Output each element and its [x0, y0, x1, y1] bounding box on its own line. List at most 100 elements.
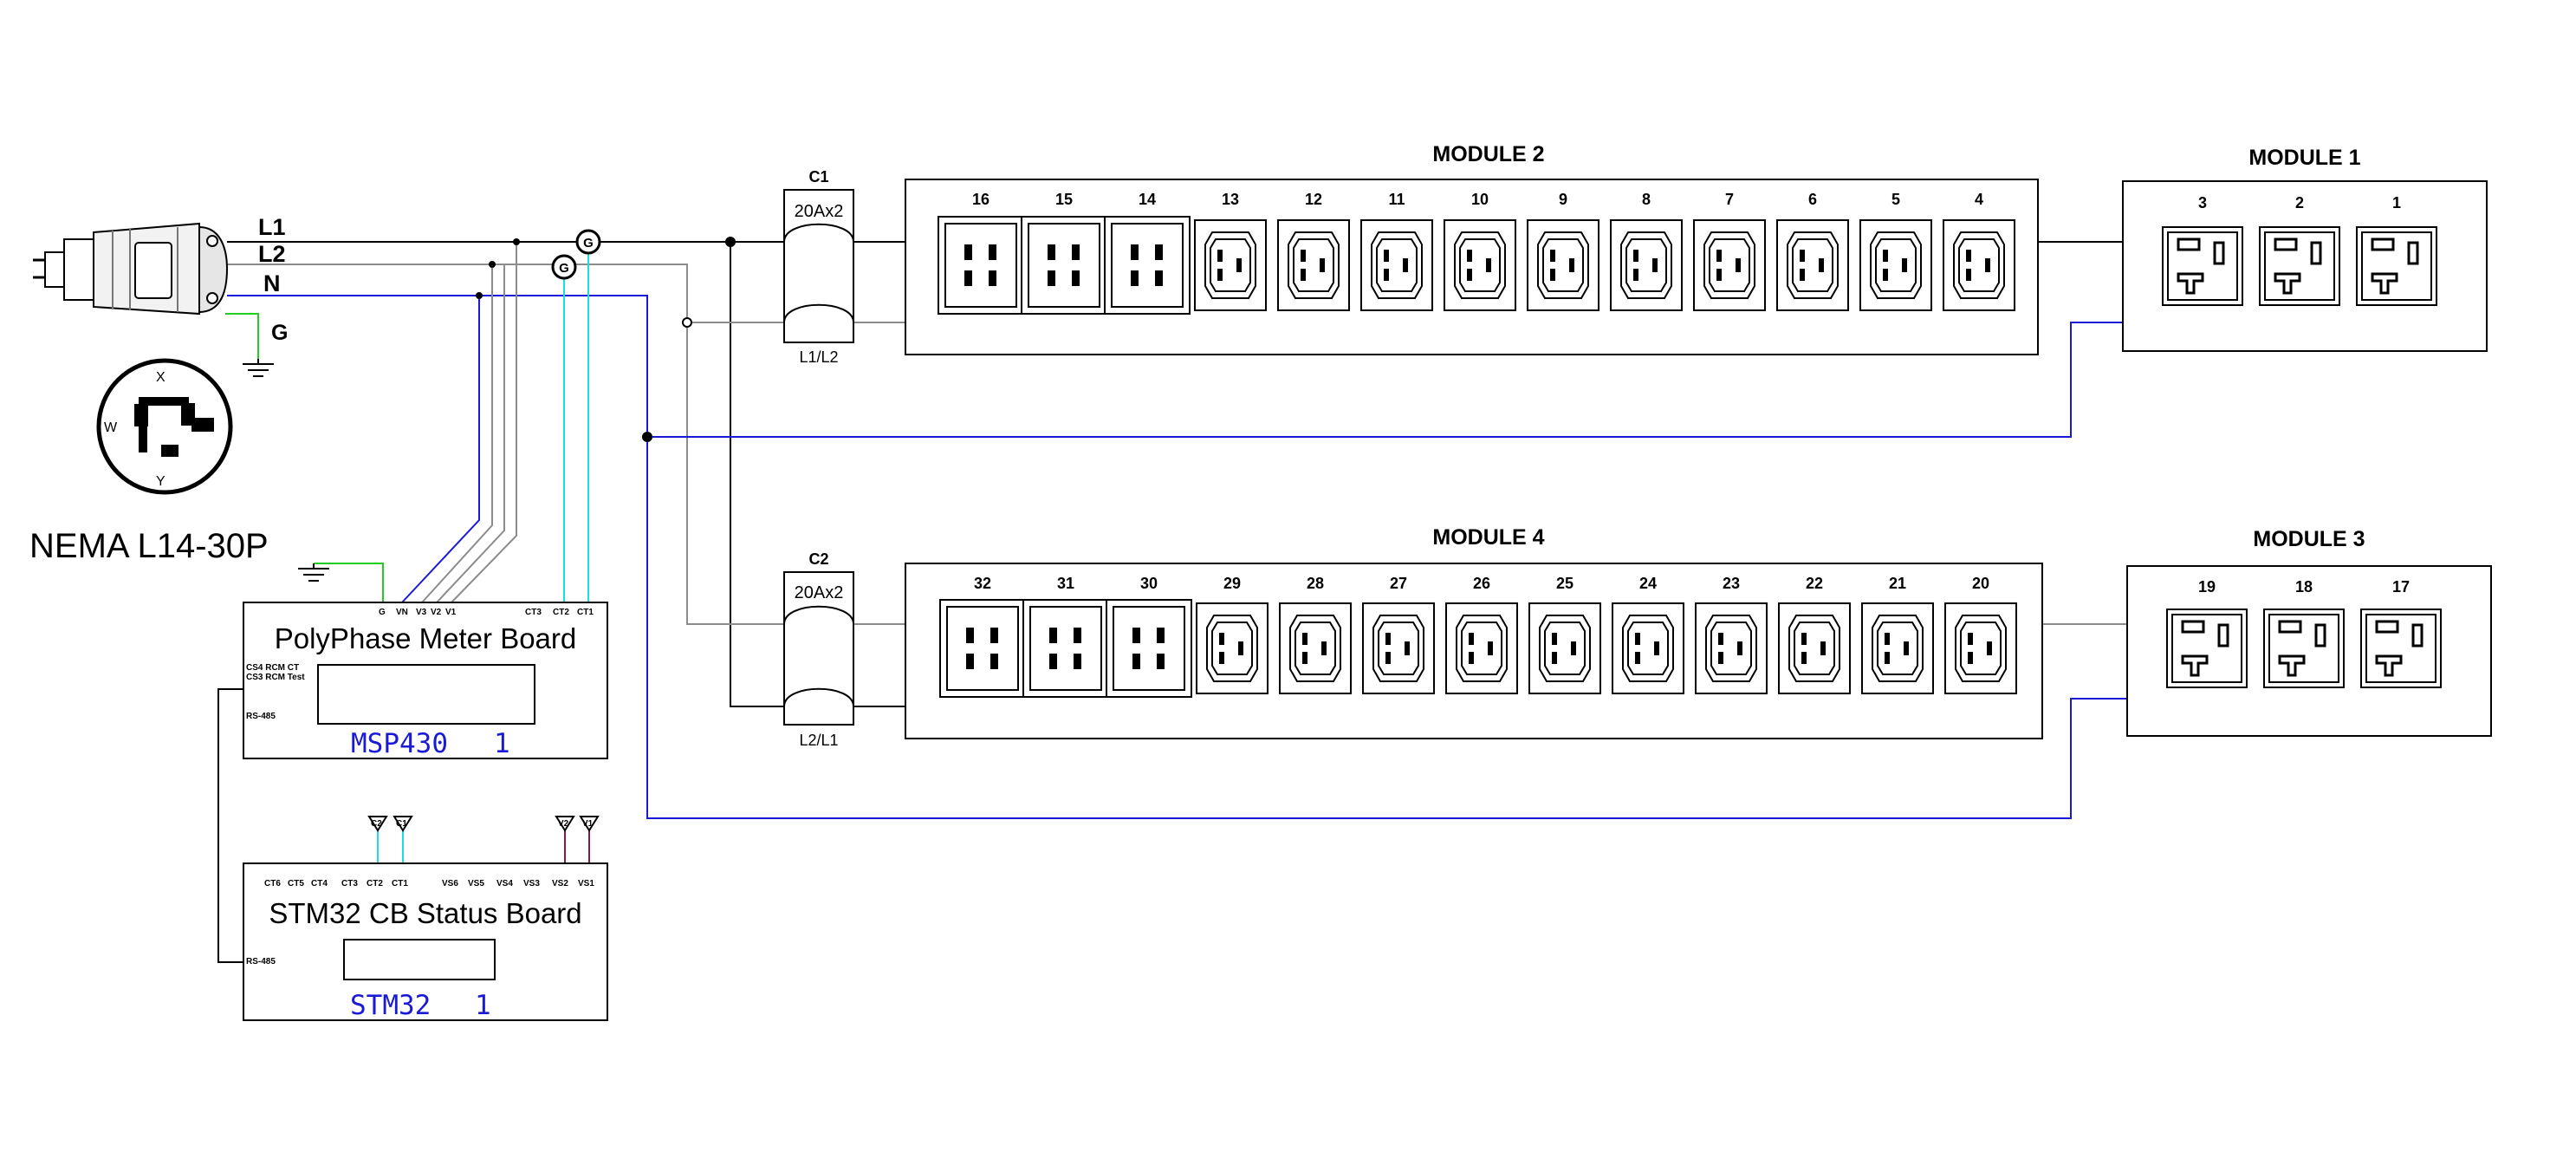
- outlet-number: 31: [1057, 575, 1074, 592]
- line-label-l1: L1: [258, 214, 286, 240]
- outlet: 21: [1861, 575, 1934, 694]
- outlet-number: 10: [1471, 191, 1489, 208]
- pin-label: CT3: [341, 879, 358, 888]
- pin-label: CT6: [264, 879, 281, 888]
- outlet: 7: [1693, 191, 1766, 311]
- outlet-number: 20: [1972, 575, 1989, 592]
- wire-ground: [225, 313, 259, 359]
- svg-text:W: W: [104, 420, 118, 435]
- pin-label: CT2: [367, 879, 383, 888]
- svg-text:C1: C1: [396, 819, 407, 829]
- outlet: 4: [1943, 191, 2015, 311]
- outlet-number: 9: [1559, 191, 1567, 208]
- wire-meter-v3: [421, 264, 493, 603]
- pin-label: CT5: [288, 879, 304, 888]
- board-title: PolyPhase Meter Board: [275, 622, 577, 654]
- outlet: 25: [1528, 575, 1601, 694]
- pin-label: VN: [396, 608, 408, 617]
- outlet-number: 13: [1222, 191, 1239, 208]
- outlet: 1: [2356, 194, 2437, 306]
- plug-label: NEMA L14-30P: [29, 527, 269, 565]
- outlet-number: 22: [1806, 575, 1823, 592]
- wire-l1: [227, 241, 784, 707]
- junction-dot: [489, 261, 496, 268]
- breaker-c1: [783, 189, 854, 343]
- module-title: MODULE 2: [1432, 142, 1544, 166]
- ct-sensor-2: G: [551, 254, 577, 280]
- pin-label: VS5: [468, 879, 484, 888]
- ground-symbol: [243, 359, 274, 377]
- outlet-number: 27: [1390, 575, 1407, 592]
- outlet: 8: [1610, 191, 1683, 311]
- side-label: CS4 RCM CT: [246, 663, 299, 673]
- outlet: 20: [1944, 575, 2017, 694]
- status-connector-c2: C2: [367, 816, 388, 832]
- svg-text:G: G: [559, 261, 569, 276]
- line-label-n: N: [263, 270, 281, 296]
- junction-dot: [476, 292, 483, 299]
- outlet-number: 7: [1725, 191, 1734, 208]
- outlet: 19: [2166, 578, 2248, 688]
- outlet: 22: [1778, 575, 1851, 694]
- junction-dot: [725, 237, 736, 247]
- nema-face-icon: X Y W: [96, 358, 233, 495]
- meter-board: PolyPhase Meter Board MSP430 1 G VN V3 V…: [243, 602, 608, 759]
- board-title: STM32 CB Status Board: [269, 897, 581, 929]
- junction-dot: [513, 238, 520, 245]
- plug-connector: [33, 222, 229, 316]
- outlet-number: 2: [2295, 194, 2304, 212]
- svg-text:V1: V1: [582, 819, 594, 829]
- junction-dot: [682, 317, 692, 328]
- outlet: 26: [1445, 575, 1518, 694]
- outlet: 3: [2162, 194, 2243, 306]
- wire-meter-v2: [436, 264, 505, 603]
- pin-label: V1: [445, 608, 457, 617]
- breaker-name: C2: [808, 550, 828, 568]
- junction-dot: [642, 432, 652, 442]
- outlet-number: 29: [1223, 575, 1241, 592]
- outlet-number: 8: [1642, 191, 1651, 208]
- pin-label: CT1: [392, 879, 408, 888]
- outlet: 5: [1859, 191, 1932, 311]
- outlet: 12: [1277, 191, 1350, 311]
- wire-layer: G G: [217, 229, 2127, 963]
- outlet-number: 11: [1388, 191, 1405, 208]
- ground-symbol: [298, 563, 329, 582]
- line-label-l2: L2: [258, 241, 286, 267]
- outlet: 28: [1279, 575, 1352, 694]
- chip-count: 1: [475, 990, 491, 1021]
- outlet-number: 30: [1140, 575, 1158, 592]
- wire-meter-v1: [451, 242, 517, 603]
- wire-rs485: [217, 688, 243, 963]
- pin-label: VS2: [552, 879, 568, 888]
- outlet: 23: [1695, 575, 1768, 694]
- svg-text:C2: C2: [371, 819, 382, 829]
- outlet: 15: [1021, 191, 1107, 315]
- outlet-number: 3: [2198, 194, 2207, 212]
- pin-label: VS3: [523, 879, 540, 888]
- outlet: 24: [1612, 575, 1684, 694]
- svg-text:G: G: [583, 236, 594, 251]
- outlet-number: 17: [2392, 578, 2410, 596]
- outlet: 29: [1196, 575, 1269, 694]
- breaker-phase: L1/L2: [799, 348, 838, 366]
- outlet-number: 19: [2198, 578, 2216, 596]
- pin-label: VS1: [578, 879, 594, 888]
- pin-label: CT3: [525, 608, 542, 617]
- svg-text:V2: V2: [558, 819, 569, 829]
- side-label: RS-485: [246, 957, 276, 967]
- status-connector-c1: C1: [393, 816, 413, 832]
- outlet-number: 16: [972, 191, 990, 208]
- outlet: 2: [2259, 194, 2340, 306]
- ct-sensor-1: G: [575, 229, 601, 255]
- chip-count: 1: [494, 728, 510, 759]
- outlet-number: 1: [2392, 194, 2401, 212]
- outlet: 10: [1444, 191, 1516, 311]
- outlet-number: 32: [974, 575, 991, 592]
- breaker-phase: L2/L1: [799, 732, 838, 749]
- pin-label: CT4: [311, 879, 328, 888]
